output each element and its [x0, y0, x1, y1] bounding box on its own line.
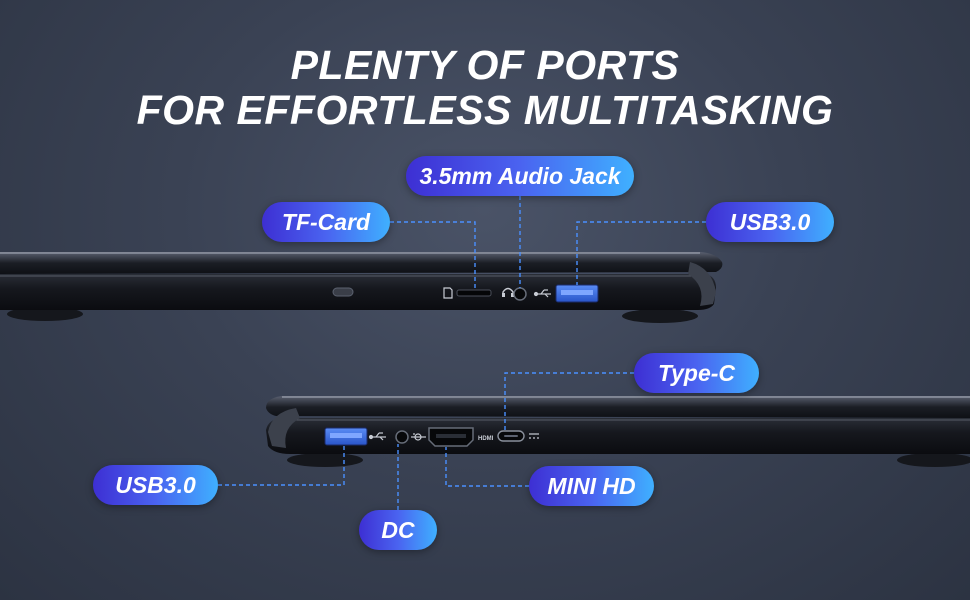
usb3-port-bottom-tongue: [330, 433, 362, 438]
headphone-icon: [502, 287, 514, 297]
bottom-laptop-foot-left: [287, 453, 363, 467]
top-laptop-lid: [0, 252, 723, 274]
dc-label: DC: [359, 510, 437, 550]
tf-card-connector: [390, 221, 476, 288]
bottom-laptop-lid: [266, 396, 970, 418]
type-c-connector: [504, 372, 634, 430]
mini-hd-connector: [445, 447, 529, 487]
usb-top-connector: [576, 221, 706, 285]
dc-jack-port: [395, 430, 409, 444]
tf-card-slot: [456, 289, 492, 297]
headline-line-1: PLENTY OF PORTS: [290, 42, 680, 88]
top-laptop-foot-left: [7, 307, 83, 321]
dc-power-icon: [411, 433, 426, 441]
usb-symbol-icon: [368, 432, 386, 441]
bottom-laptop: HDMI: [266, 396, 970, 467]
top-laptop: [0, 252, 723, 323]
audio-jack-label: 3.5mm Audio Jack: [406, 156, 634, 196]
type-c-port-inner: [504, 435, 518, 437]
sd-card-icon: [443, 287, 453, 299]
bottom-laptop-foot-right: [897, 453, 970, 467]
usb3-bottom-label: USB3.0: [93, 465, 218, 505]
audio-jack-port: [513, 287, 527, 301]
top-connector-lines: [390, 196, 706, 288]
type-c-power-icon: [529, 433, 539, 439]
top-laptop-hinge: [688, 262, 716, 306]
hdmi-port-text: HDMI: [478, 436, 494, 442]
usb3-port-top-tongue: [561, 290, 593, 295]
mini-hd-port-inner: [436, 434, 466, 438]
bottom-connector-lines: [218, 372, 634, 510]
usb-bottom-connector: [218, 446, 345, 486]
mini-hd-label: MINI HD: [529, 466, 654, 506]
type-c-label: Type-C: [634, 353, 759, 393]
usb3-top-label: USB3.0: [706, 202, 834, 242]
usb-symbol-icon: [533, 289, 551, 298]
top-status-led: [332, 287, 354, 297]
tf-card-label: TF-Card: [262, 202, 390, 242]
bottom-laptop-hinge: [268, 408, 300, 448]
top-laptop-base: [0, 274, 716, 310]
headline-line-2: FOR EFFORTLESS MULTITASKING: [136, 87, 834, 133]
top-laptop-foot-right: [622, 309, 698, 323]
